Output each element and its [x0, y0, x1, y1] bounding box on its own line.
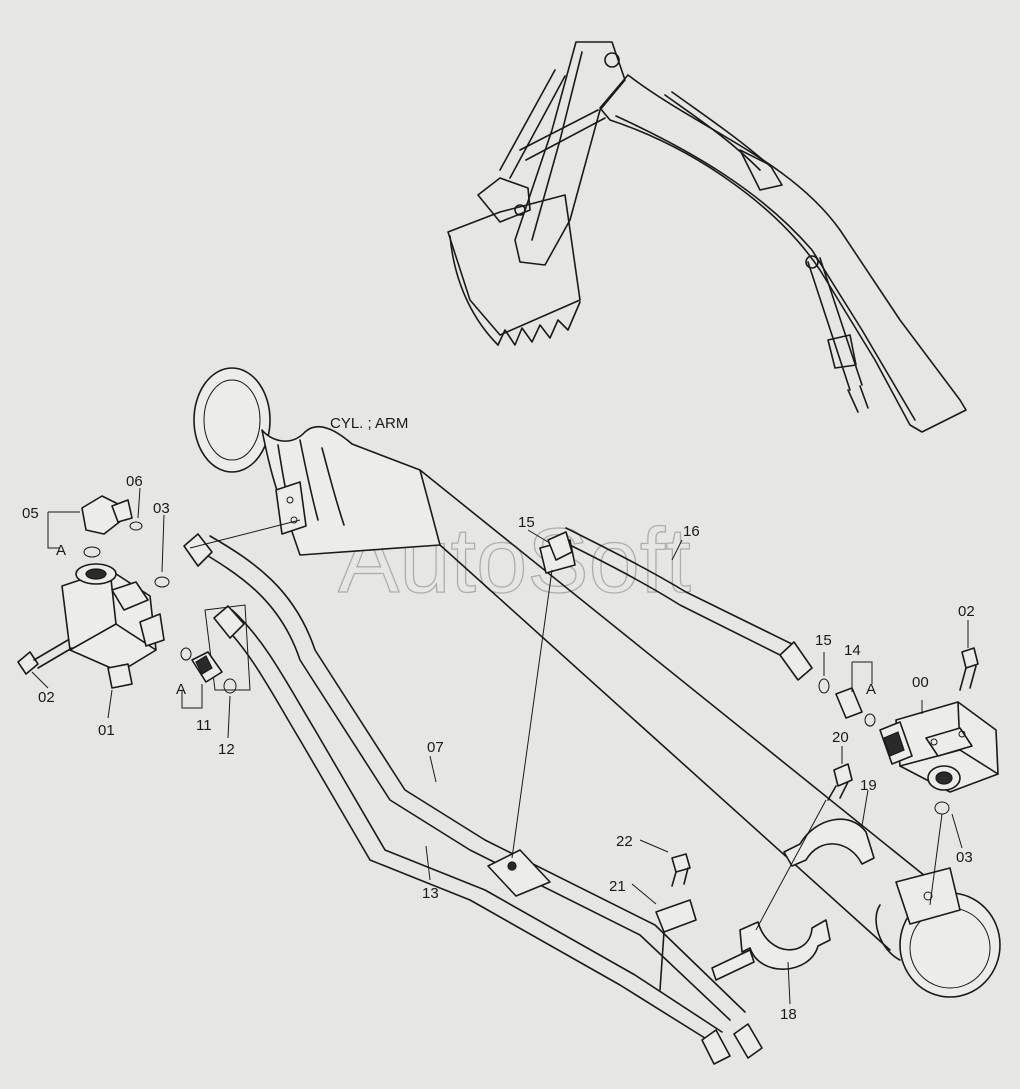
- callout-leaders: [31, 487, 969, 1005]
- callout-00: 00: [912, 674, 929, 691]
- callout-18: 18: [780, 1006, 797, 1023]
- callout-22: 22: [616, 833, 633, 850]
- callout-05: 05: [22, 505, 39, 522]
- callout-A-right: A: [866, 681, 876, 698]
- callout-11: 11: [196, 717, 212, 734]
- valve-right: [818, 647, 999, 906]
- callout-02-left: 02: [38, 689, 55, 706]
- cylinder-label: CYL. ; ARM: [330, 415, 408, 432]
- callout-16: 16: [683, 523, 700, 540]
- callout-21: 21: [609, 878, 626, 895]
- callout-A-middle: A: [176, 681, 186, 698]
- callout-07: 07: [427, 739, 444, 756]
- clamps-and-bolts: [655, 763, 875, 991]
- pipe-assemblies: [183, 519, 813, 1065]
- callout-06: 06: [126, 473, 143, 490]
- callout-12: 12: [218, 741, 235, 758]
- callout-13: 13: [422, 885, 439, 902]
- arm-cylinder: [193, 367, 1001, 998]
- callout-14: 14: [844, 642, 861, 659]
- callout-labels: 00 01 02 02 03 03 05 06 07 11 12 13 14 1…: [22, 473, 975, 1023]
- callout-15-right: 15: [815, 632, 832, 649]
- callout-03-left: 03: [153, 500, 170, 517]
- callout-19: 19: [860, 777, 877, 794]
- callout-20: 20: [832, 729, 849, 746]
- callout-03-right: 03: [956, 849, 973, 866]
- callout-01: 01: [98, 722, 115, 739]
- excavator-inset-illustration: [447, 41, 967, 433]
- callout-02-right: 02: [958, 603, 975, 620]
- callout-15-top: 15: [518, 514, 535, 531]
- valve-left: [17, 495, 237, 694]
- callout-A-left: A: [56, 542, 66, 559]
